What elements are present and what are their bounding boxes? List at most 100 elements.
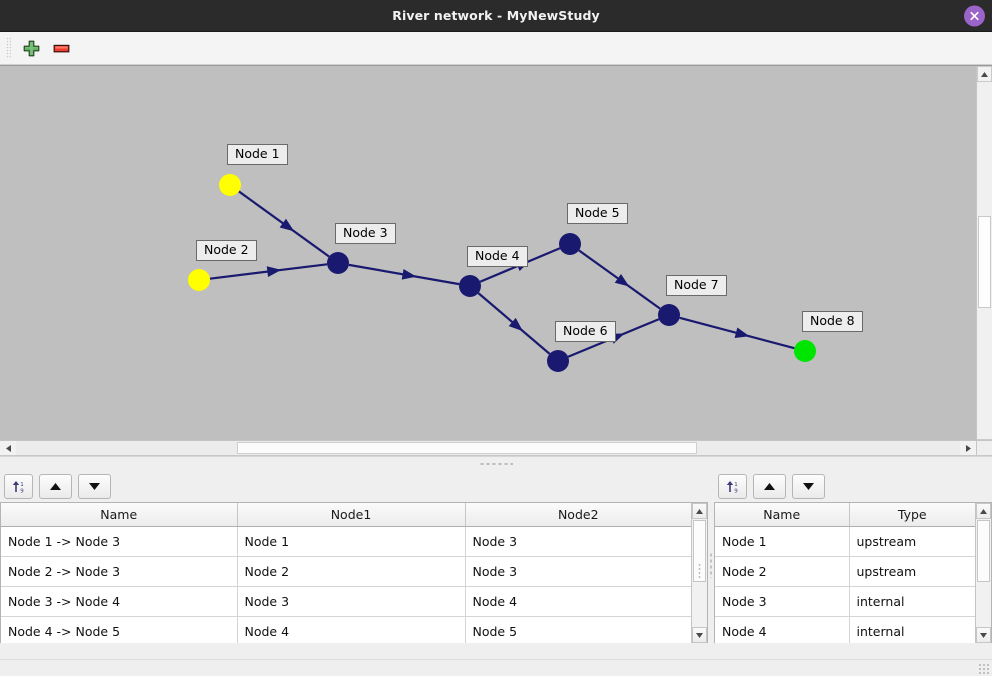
branch-cell[interactable]: Node 2 xyxy=(237,556,466,587)
scrollbar-corner xyxy=(976,440,992,455)
node-column-header-name[interactable]: Name xyxy=(715,503,850,527)
node-cell[interactable]: Node 1 xyxy=(715,526,850,557)
scroll-left-arrow-icon[interactable] xyxy=(0,441,16,455)
node-cell[interactable]: Node 4 xyxy=(715,616,850,643)
branch-move-up-button[interactable] xyxy=(39,474,72,499)
river-network-graph-pane[interactable]: Node 1 Node 2 Node 3 Node 4 Node 5 Node 6 Node… xyxy=(0,65,992,456)
status-bar xyxy=(0,659,992,676)
scroll-up-arrow-icon[interactable] xyxy=(977,66,992,82)
graph-node-node-1[interactable] xyxy=(219,174,241,196)
node-move-up-button[interactable] xyxy=(753,474,786,499)
node-label-node-3[interactable]: Node 3 xyxy=(335,223,396,244)
graph-node-node-4[interactable] xyxy=(459,275,481,297)
node-cell[interactable]: upstream xyxy=(849,526,975,557)
branch-cell[interactable]: Node 4 -> Node 5 xyxy=(1,616,238,643)
graph-node-node-6[interactable] xyxy=(547,350,569,372)
arrow-up-icon xyxy=(50,483,61,490)
graph-hscroll-thumb[interactable] xyxy=(237,442,697,454)
edge-arrow-icon xyxy=(508,317,523,332)
node-label-node-2[interactable]: Node 2 xyxy=(196,240,257,261)
scroll-down-arrow-icon[interactable] xyxy=(692,627,707,643)
branch-cell[interactable]: Node 3 xyxy=(465,526,691,557)
node-cell[interactable]: Node 3 xyxy=(715,586,850,617)
arrow-down-icon xyxy=(803,483,814,490)
graph-node-node-5[interactable] xyxy=(559,233,581,255)
branch-cell[interactable]: Node 4 xyxy=(237,616,466,643)
branch-cell[interactable]: Node 2 -> Node 3 xyxy=(1,556,238,587)
add-node-button[interactable] xyxy=(16,34,46,62)
red-minus-delete-icon xyxy=(53,44,69,52)
node-cell[interactable]: internal xyxy=(849,616,975,643)
node-cell[interactable]: Node 2 xyxy=(715,556,850,587)
branch-column-header-node1[interactable]: Node1 xyxy=(237,503,466,527)
node-sort-button[interactable]: 1 9 xyxy=(718,474,747,499)
node-label-node-6[interactable]: Node 6 xyxy=(555,321,616,342)
graph-nodes[interactable] xyxy=(188,174,816,372)
branch-move-down-button[interactable] xyxy=(78,474,111,499)
graph-horizontal-scrollbar[interactable] xyxy=(0,440,976,455)
node-label-node-4[interactable]: Node 4 xyxy=(467,246,528,267)
branch-cell[interactable]: Node 1 xyxy=(237,526,466,557)
branch-sort-button[interactable]: 1 9 xyxy=(4,474,33,499)
close-icon[interactable] xyxy=(964,5,985,26)
branch-scroll-thumb[interactable] xyxy=(693,520,706,582)
node-cell[interactable]: upstream xyxy=(849,556,975,587)
graph-node-node-8[interactable] xyxy=(794,340,816,362)
vertical-splitter[interactable] xyxy=(708,471,714,659)
horizontal-splitter[interactable] xyxy=(0,456,992,471)
graph-vscroll-thumb[interactable] xyxy=(978,216,991,308)
node-cell[interactable]: internal xyxy=(849,586,975,617)
scroll-up-arrow-icon[interactable] xyxy=(976,503,991,519)
branch-cell[interactable]: Node 3 -> Node 4 xyxy=(1,586,238,617)
graph-vertical-scrollbar[interactable] xyxy=(976,66,992,455)
graph-node-node-7[interactable] xyxy=(658,304,680,326)
node-scroll-thumb[interactable] xyxy=(977,520,990,582)
window-resize-grip[interactable] xyxy=(978,663,990,675)
node-table-scrollbar[interactable] xyxy=(975,503,991,643)
branch-cell[interactable]: Node 4 xyxy=(465,586,691,617)
branch-column-header-node2[interactable]: Node2 xyxy=(465,503,691,527)
edge-arrow-icon xyxy=(401,268,417,280)
node-column-header-type[interactable]: Type xyxy=(849,503,975,527)
green-plus-add-icon xyxy=(23,40,39,56)
branch-table-scrollbar[interactable] xyxy=(691,503,707,643)
graph-node-node-2[interactable] xyxy=(188,269,210,291)
scroll-down-arrow-icon[interactable] xyxy=(976,627,991,643)
node-label-node-7[interactable]: Node 7 xyxy=(666,275,727,296)
graph-node-node-3[interactable] xyxy=(327,252,349,274)
node-label-node-1[interactable]: Node 1 xyxy=(227,144,288,165)
delete-node-button[interactable] xyxy=(46,34,76,62)
edge-arrow-icon xyxy=(279,218,295,232)
node-label-node-8[interactable]: Node 8 xyxy=(802,311,863,332)
branch-cell[interactable]: Node 5 xyxy=(465,616,691,643)
scroll-right-arrow-icon[interactable] xyxy=(960,441,976,455)
branch-cell[interactable]: Node 3 xyxy=(465,556,691,587)
node-move-down-button[interactable] xyxy=(792,474,825,499)
branch-cell[interactable]: Node 3 xyxy=(237,586,466,617)
toolbar-drag-handle[interactable] xyxy=(6,37,11,59)
branch-cell[interactable]: Node 1 -> Node 3 xyxy=(1,526,238,557)
scroll-up-arrow-icon[interactable] xyxy=(692,503,707,519)
node-label-node-5[interactable]: Node 5 xyxy=(567,203,628,224)
branch-column-header-name[interactable]: Name xyxy=(1,503,238,527)
